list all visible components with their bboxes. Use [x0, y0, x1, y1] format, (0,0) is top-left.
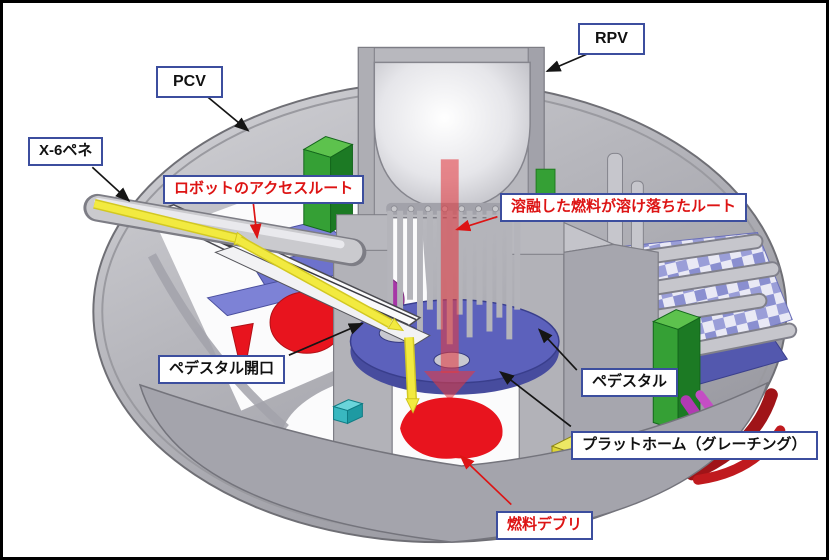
- molten-fuel-route-arrow: [423, 159, 476, 401]
- rpv-arrow: [545, 51, 592, 73]
- label-pedestal-opening: ペデスタル開口: [158, 355, 286, 384]
- label-rpv: RPV: [578, 23, 645, 55]
- cyan-equipment-box: [332, 399, 364, 425]
- label-x6-pene: X-6ペネ: [28, 137, 104, 166]
- pcv-arrow: [205, 95, 250, 132]
- annotation-arrows: [91, 51, 592, 506]
- pedestal-opening-arrow: [288, 322, 364, 356]
- pedestal-arrow: [537, 328, 578, 371]
- label-fuel-debris: 燃料デブリ: [496, 511, 594, 540]
- fuel-debris-blob: [400, 397, 503, 459]
- label-platform-grating: プラットホーム（グレーチング）: [571, 431, 818, 460]
- label-molten-fuel-route: 溶融した燃料が溶け落ちたルート: [500, 193, 748, 222]
- fuel-debris-label-arrow: [459, 454, 512, 506]
- pcv-front-shell: [138, 381, 769, 543]
- platform-arrow: [499, 370, 572, 428]
- robot-route-label-arrow: [249, 201, 262, 240]
- label-robot-access-route: ロボットのアクセスルート: [163, 175, 365, 204]
- pedestal-wall-right: [517, 221, 659, 469]
- label-pedestal: ペデスタル: [581, 368, 679, 397]
- robot-route-arrows: [93, 199, 420, 414]
- molten-route-label-arrow: [455, 215, 498, 232]
- label-pcv: PCV: [156, 66, 223, 98]
- reactor-cutaway-illustration: [83, 46, 798, 544]
- x6-arrow: [91, 166, 131, 202]
